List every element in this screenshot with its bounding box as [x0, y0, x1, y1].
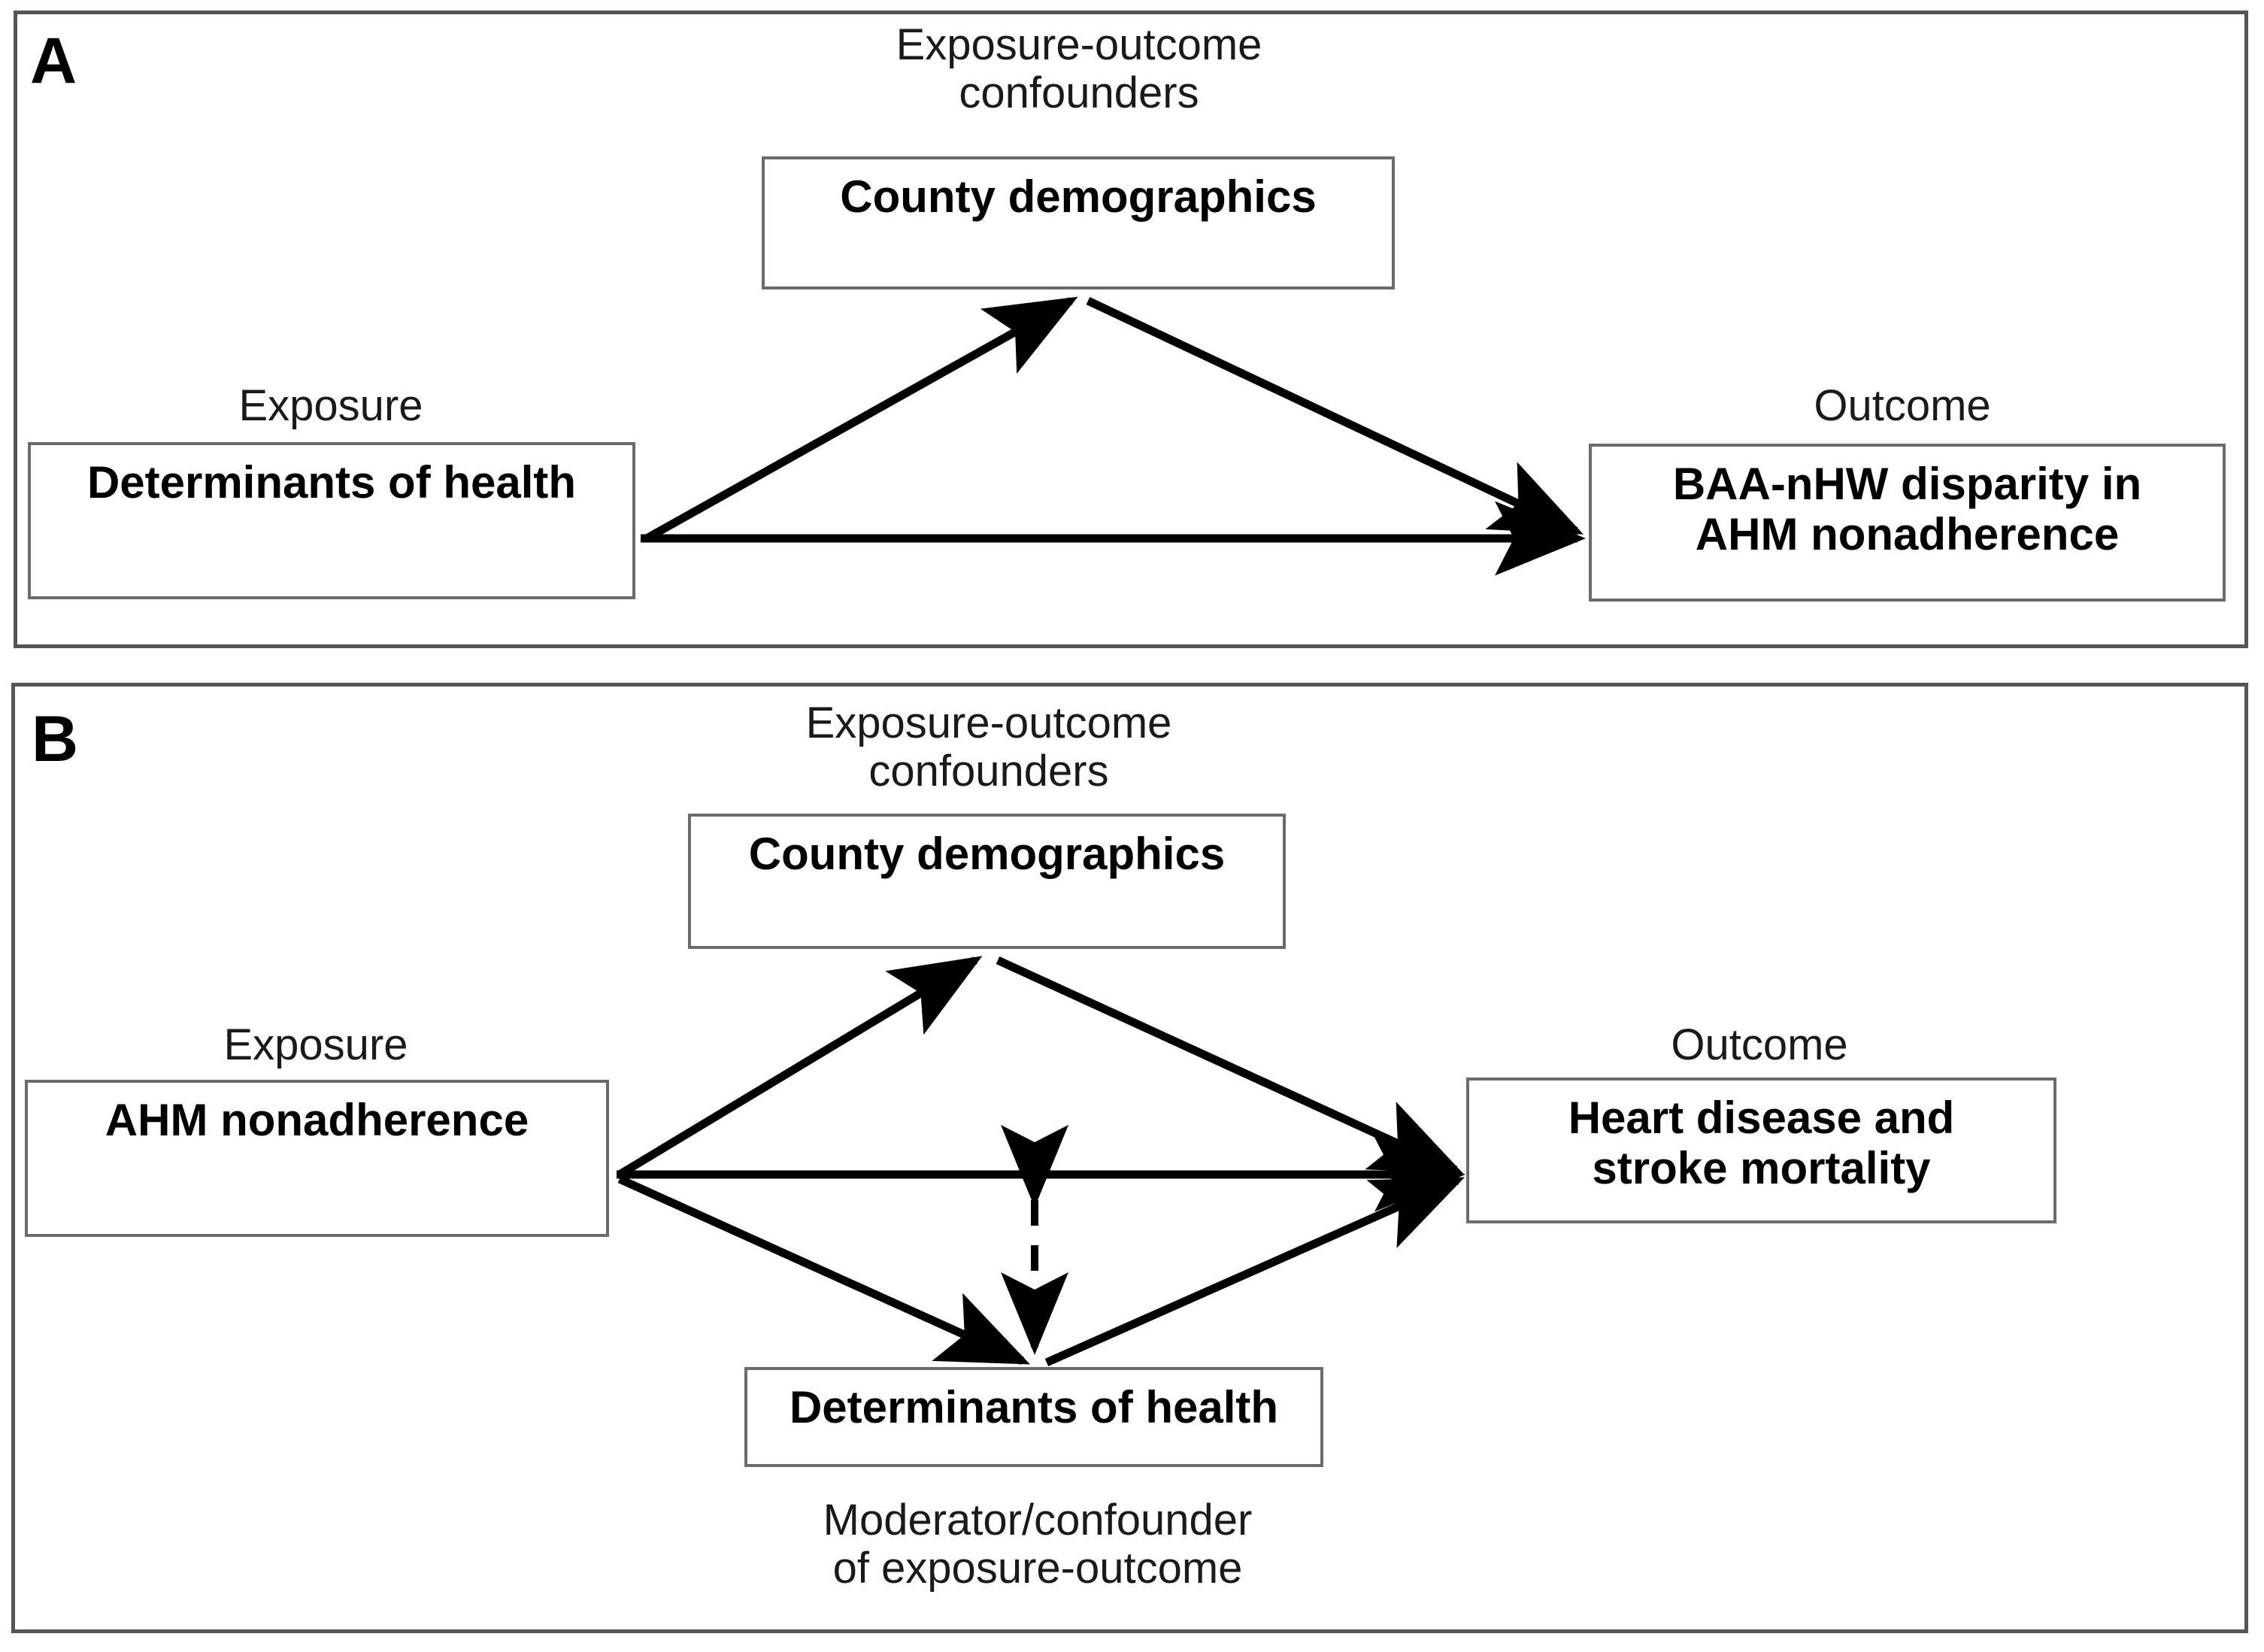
panel-a-node-county-demographics-label: County demographics	[840, 171, 1317, 222]
panel-b-node-ahm-nonadherence: AHM nonadherence	[25, 1080, 609, 1237]
panel-b-moderator-caption: Moderator/confounder of exposure-outcome	[823, 1496, 1253, 1593]
panel-b-node-county-demographics-label: County demographics	[748, 829, 1226, 879]
panel-a-confounders-caption: Exposure-outcome confounders	[896, 20, 1262, 117]
panel-a-node-determinants-of-health-label: Determinants of health	[86, 457, 577, 508]
panel-a-exposure-caption: Exposure	[238, 381, 423, 430]
panel-b-node-heart-disease-stroke-mortality-label: Heart disease and stroke mortality	[1568, 1093, 1955, 1194]
panel-b-confounders-caption: Exposure-outcome confounders	[805, 699, 1172, 796]
panel-b-node-ahm-nonadherence-label: AHM nonadherence	[105, 1095, 529, 1145]
panel-b-outcome-caption: Outcome	[1671, 1020, 1848, 1069]
panel-a-node-county-demographics: County demographics	[762, 156, 1395, 289]
panel-b-node-heart-disease-stroke-mortality: Heart disease and stroke mortality	[1466, 1078, 2056, 1223]
panel-b-node-determinants-of-health: Determinants of health	[744, 1367, 1323, 1467]
panel-a-node-determinants-of-health: Determinants of health	[28, 442, 635, 599]
panel-b-letter: B	[32, 703, 79, 775]
panel-a-node-baa-nhw-disparity: BAA-nHW disparity in AHM nonadherence	[1589, 444, 2226, 602]
panel-b-node-determinants-of-health-label: Determinants of health	[789, 1382, 1279, 1432]
panel-a-outcome-caption: Outcome	[1814, 381, 1991, 430]
panel-b-exposure-caption: Exposure	[223, 1020, 408, 1069]
panel-a-letter: A	[30, 25, 77, 97]
panel-a-node-baa-nhw-disparity-label: BAA-nHW disparity in AHM nonadherence	[1672, 459, 2142, 560]
panel-b-node-county-demographics: County demographics	[688, 814, 1286, 949]
